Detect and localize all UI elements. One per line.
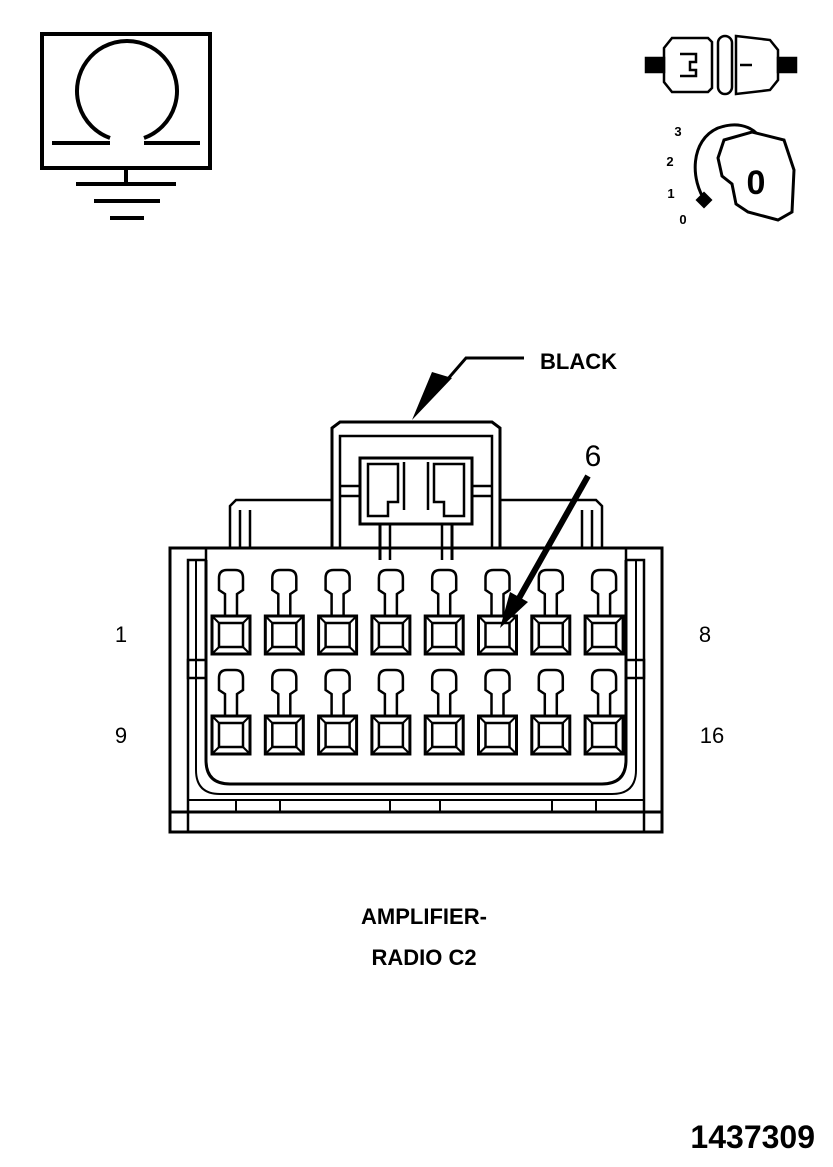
- pin-cavity-15: [530, 668, 572, 756]
- connector-body: [168, 420, 664, 834]
- connector-color-label: BLACK: [540, 349, 617, 374]
- pin-cavity-14: [477, 668, 518, 756]
- pin-cavity-6: [477, 568, 518, 656]
- pin-cavity-13: [423, 668, 465, 756]
- figure-number: 1437309: [690, 1119, 815, 1155]
- pin-cavity-8: [583, 568, 625, 656]
- ignition-position-3: 3: [674, 124, 681, 139]
- pin-cavity-16: [583, 668, 625, 756]
- ignition-position-2: 2: [666, 154, 673, 169]
- color-callout: BLACK: [412, 349, 617, 420]
- pin-label-row2-right: 16: [700, 723, 724, 748]
- ignition-key-label: 0: [747, 164, 766, 202]
- probe-arrow: 6: [500, 440, 601, 628]
- pin-label-row1-left: 1: [115, 622, 127, 647]
- pin-label-row2-left: 9: [115, 723, 127, 748]
- pin-cavity-11: [317, 668, 359, 756]
- pin-cavity-2: [263, 568, 305, 656]
- pin-cavity-1: [210, 568, 252, 656]
- ignition-position-1: 1: [667, 186, 674, 201]
- probe-pin-number: 6: [585, 440, 602, 473]
- connector-pin-cavities: [210, 568, 625, 756]
- ignition-key-icon: 0 3 2 1 0: [666, 123, 796, 227]
- ignition-position-0: 0: [679, 212, 686, 227]
- pin-cavity-7: [530, 568, 572, 656]
- pin-cavity-4: [370, 568, 412, 656]
- connector-title-line2: RADIO C2: [371, 945, 476, 970]
- pin-cavity-5: [423, 568, 465, 656]
- connector-title-line1: AMPLIFIER-: [361, 904, 487, 929]
- pin-cavity-9: [210, 668, 252, 756]
- connector-disconnect-icon: [644, 34, 798, 96]
- pin-cavity-10: [263, 668, 305, 756]
- pin-cavity-3: [317, 568, 359, 656]
- pin-label-row1-right: 8: [699, 622, 711, 647]
- pin-cavity-12: [370, 668, 412, 756]
- ohmmeter-ground-icon: [40, 32, 212, 220]
